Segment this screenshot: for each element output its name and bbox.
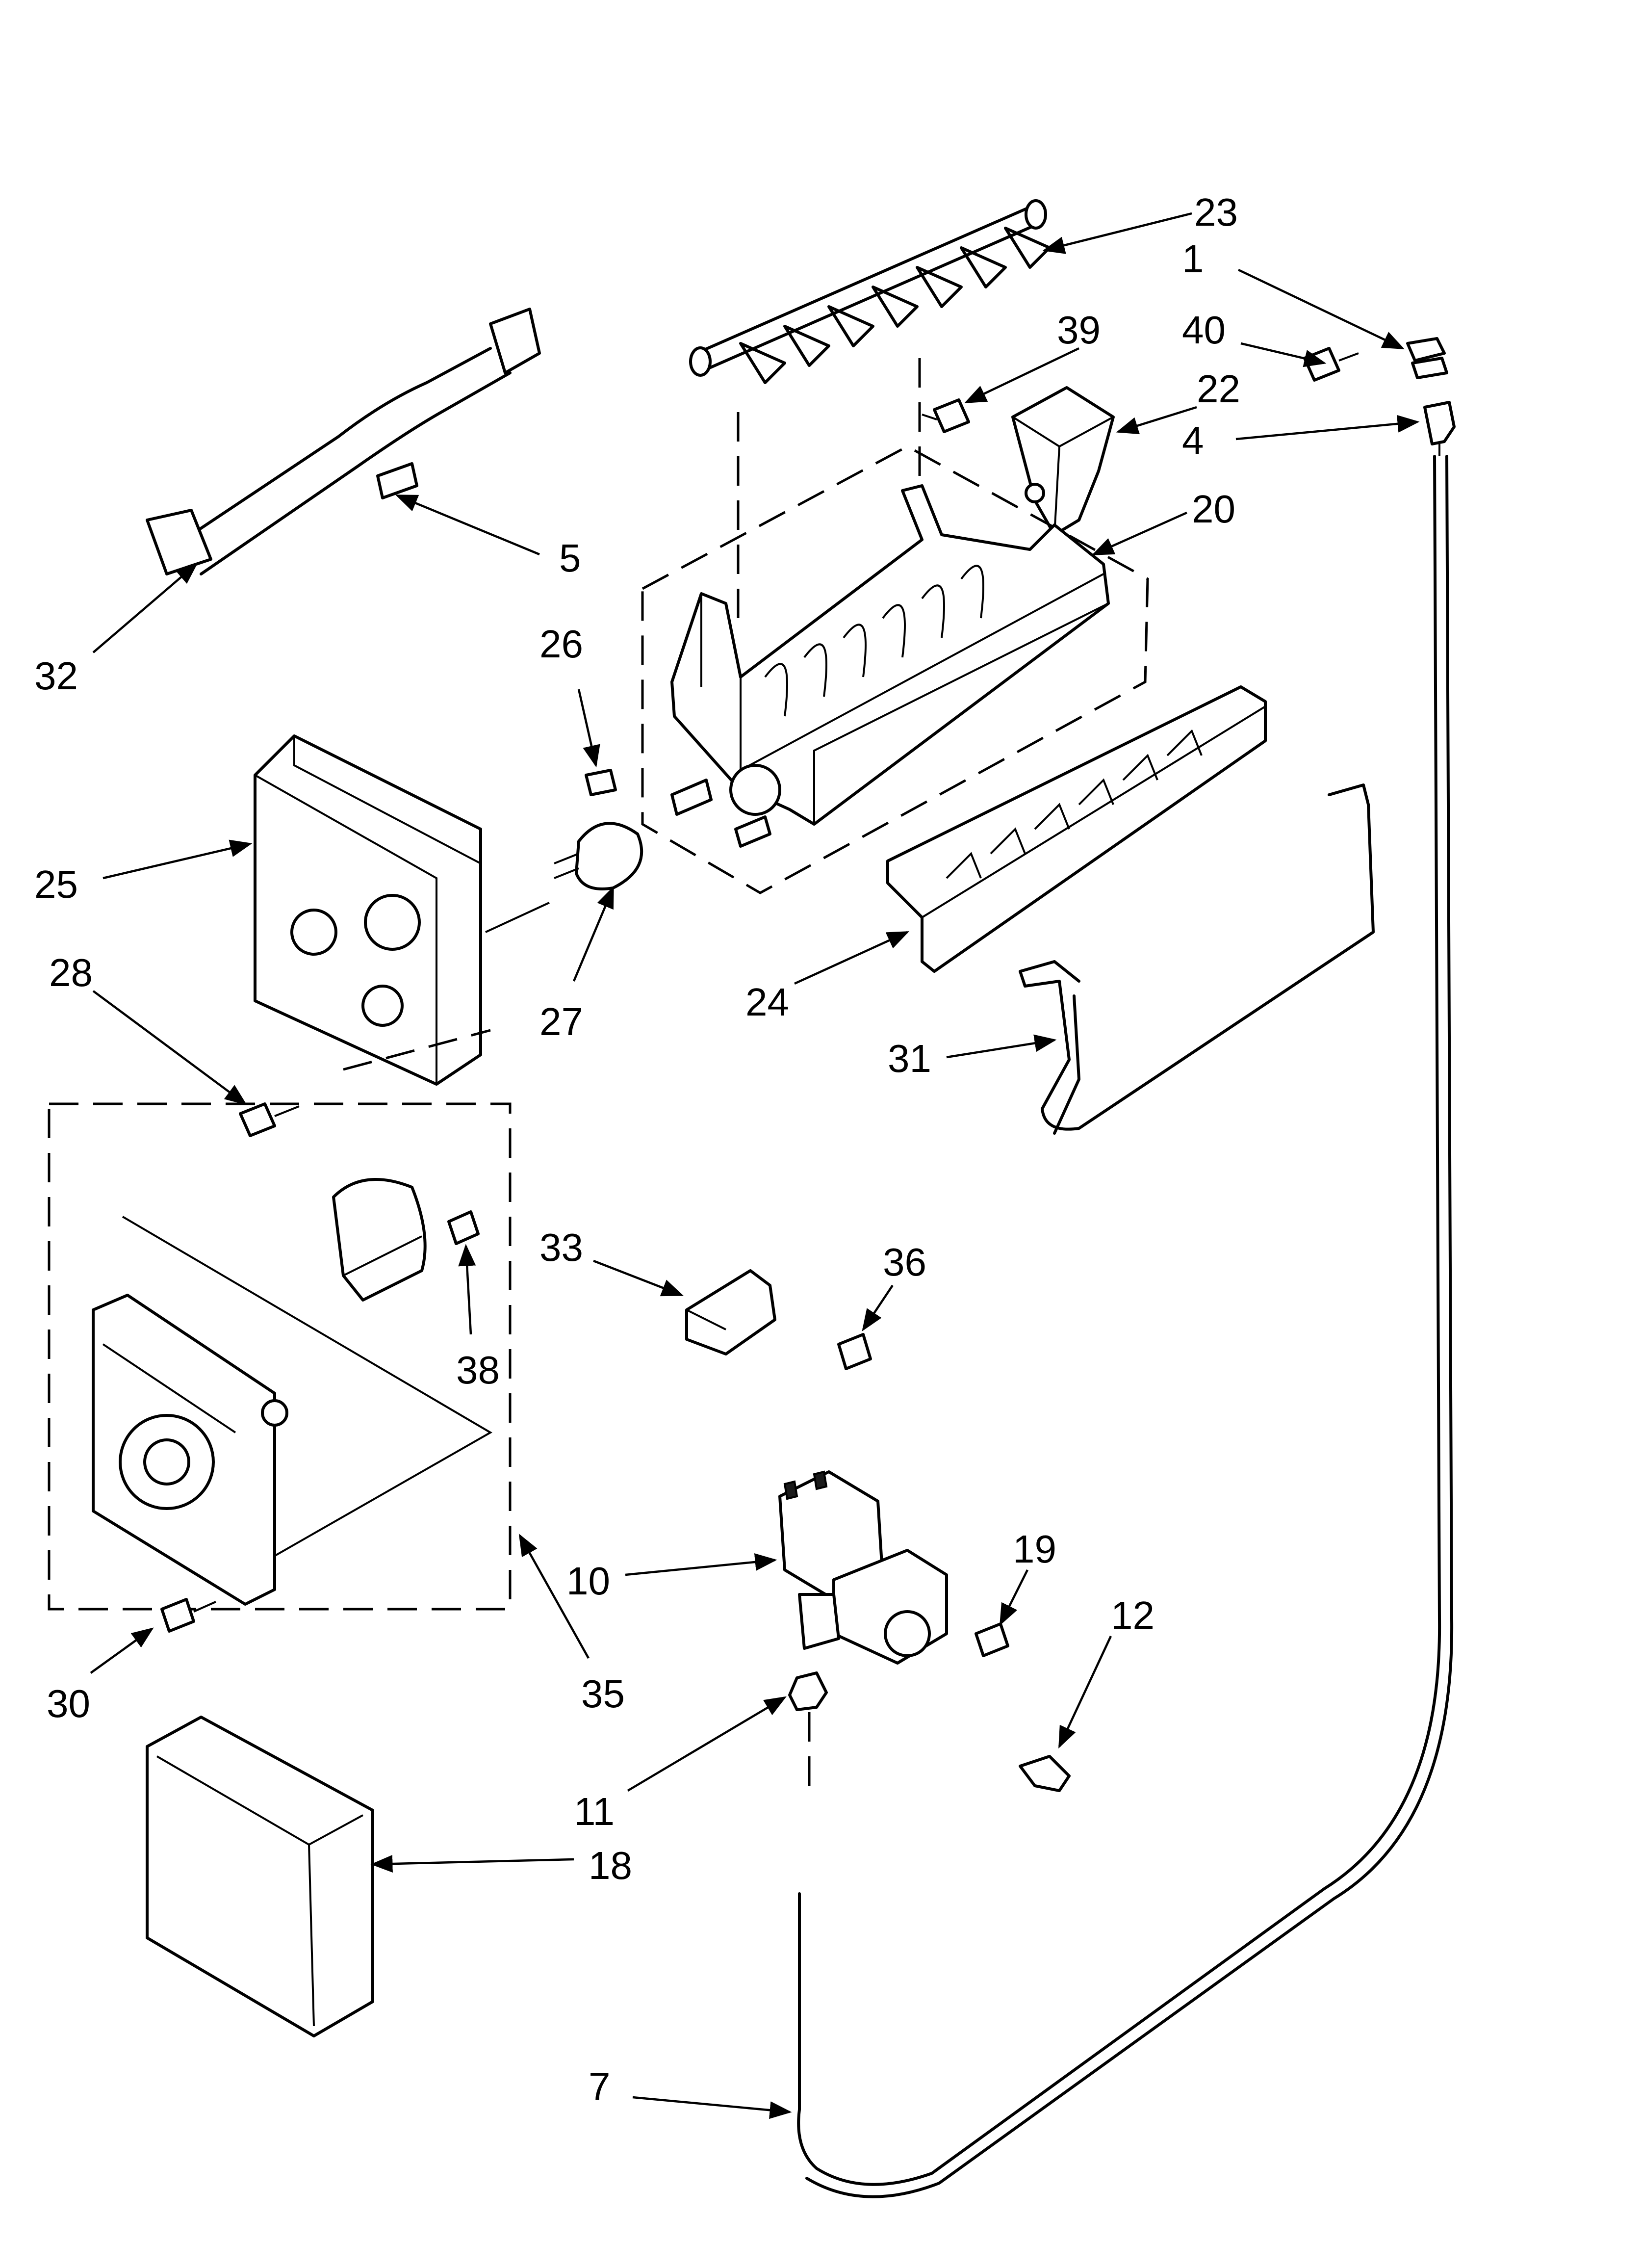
- ice-mold-part[interactable]: [670, 484, 1110, 848]
- nut-part[interactable]: [788, 1671, 828, 1796]
- motor-part[interactable]: [332, 1178, 427, 1302]
- callout-32: 32: [34, 654, 78, 698]
- callout-5: 5: [559, 536, 581, 580]
- callout-leaders: [90, 212, 1420, 2119]
- callout-35: 35: [581, 1672, 625, 1716]
- callout-19: 19: [1013, 1527, 1056, 1571]
- callout-31: 31: [888, 1037, 931, 1080]
- callout-33: 33: [539, 1225, 583, 1269]
- clip-12-part[interactable]: [1019, 1755, 1071, 1792]
- stripper-part[interactable]: [886, 685, 1267, 973]
- screw-38-part[interactable]: [447, 1210, 480, 1245]
- callout-labels: 23 1 39 40 22 4 20 5 32 26 25 28 27 24 3…: [34, 190, 1240, 2108]
- thermostat-part[interactable]: [554, 822, 643, 890]
- callout-30: 30: [47, 1682, 90, 1725]
- callout-23: 23: [1194, 190, 1238, 234]
- fill-cup-part[interactable]: [1011, 386, 1115, 536]
- callout-18: 18: [589, 1844, 632, 1887]
- shutoff-arm-part[interactable]: [1019, 783, 1375, 1135]
- wire-harness-part[interactable]: [146, 308, 541, 575]
- ice-mold-assembly-outline: [641, 358, 1149, 894]
- screw-39-part[interactable]: [922, 398, 970, 433]
- drive-plate-part[interactable]: [92, 1216, 492, 1606]
- callout-40: 40: [1182, 308, 1226, 352]
- callout-24: 24: [745, 980, 789, 1024]
- clip-26-part[interactable]: [585, 769, 617, 796]
- bracket-33-part[interactable]: [685, 1269, 776, 1356]
- screw-36-part[interactable]: [837, 1333, 872, 1370]
- module-housing-part[interactable]: [254, 734, 550, 1086]
- screw-30-part[interactable]: [160, 1598, 216, 1633]
- callout-22: 22: [1197, 367, 1240, 411]
- callout-10: 10: [566, 1559, 610, 1603]
- callout-20: 20: [1192, 487, 1235, 531]
- callout-11: 11: [574, 1790, 615, 1833]
- callout-26: 26: [539, 622, 583, 666]
- tube-fitting-part[interactable]: [1406, 337, 1456, 456]
- callout-12: 12: [1111, 1593, 1155, 1637]
- callout-28: 28: [49, 951, 93, 994]
- water-valve-part[interactable]: [778, 1470, 948, 1665]
- water-tube-part[interactable]: [797, 455, 1454, 2198]
- callout-38: 38: [456, 1348, 500, 1392]
- screw-19-part[interactable]: [975, 1622, 1009, 1657]
- drive-assembly-outline: [48, 1029, 512, 1611]
- callout-27: 27: [539, 1000, 583, 1043]
- ejector-shaft-part[interactable]: [689, 199, 1051, 384]
- callout-7: 7: [589, 2064, 611, 2108]
- callout-36: 36: [883, 1240, 926, 1284]
- callout-1: 1: [1182, 237, 1204, 281]
- screw-40-part[interactable]: [1303, 347, 1359, 382]
- callout-39: 39: [1057, 308, 1101, 352]
- callout-25: 25: [34, 862, 78, 906]
- callout-4: 4: [1182, 418, 1204, 462]
- cover-part[interactable]: [146, 1716, 374, 2037]
- screw-28-part[interactable]: [239, 1102, 300, 1137]
